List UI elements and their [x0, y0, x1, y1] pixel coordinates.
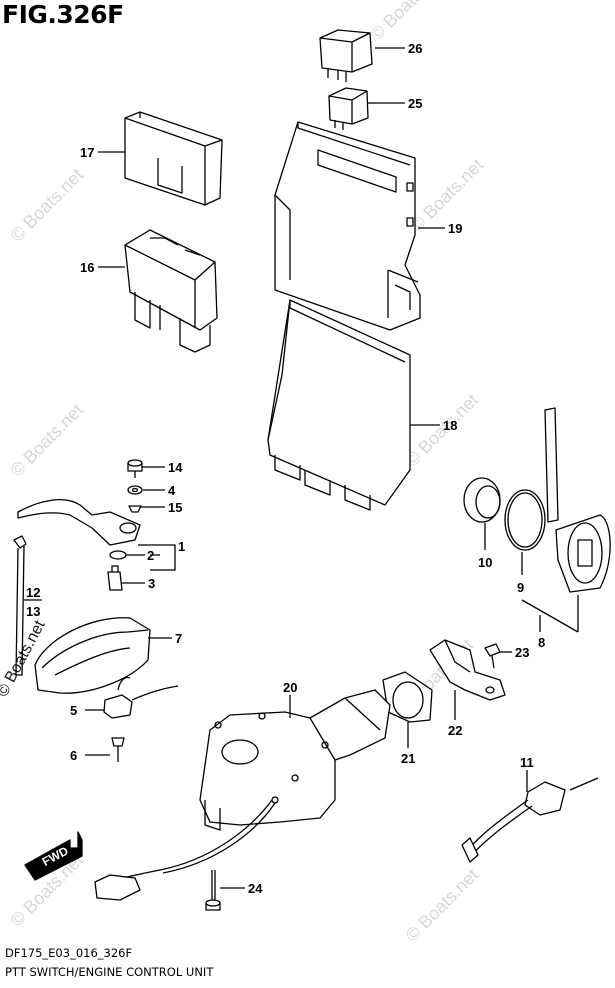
- callout-5: 5: [70, 703, 77, 718]
- part-11-harness: [461, 777, 599, 863]
- callout-10: 10: [478, 555, 492, 570]
- part-6-screw: [111, 737, 125, 762]
- callout-7: 7: [175, 631, 182, 646]
- callout-3: 3: [148, 576, 155, 591]
- part-24-bolt: [205, 870, 221, 911]
- part-15-grommet: [128, 505, 142, 513]
- callout-23: 23: [515, 645, 529, 660]
- part-9-o-ring: [504, 489, 546, 551]
- callout-21: 21: [401, 751, 415, 766]
- figure-title: FIG.326F: [2, 0, 124, 29]
- leader-8: [521, 595, 579, 633]
- callout-13: 13: [26, 604, 40, 619]
- part-16-connector: [124, 229, 218, 353]
- callout-24: 24: [248, 881, 263, 896]
- fwd-arrow: [24, 831, 83, 881]
- callout-19: 19: [448, 221, 462, 236]
- callout-9: 9: [517, 580, 524, 595]
- part-14-bolt: [127, 459, 143, 478]
- part-1-trim-sensor: [17, 499, 141, 546]
- callout-17: 17: [80, 145, 94, 160]
- callout-12: 12: [26, 585, 40, 600]
- callout-26: 26: [408, 41, 422, 56]
- part-12-13-cable-tie: [13, 535, 27, 676]
- callout-25: 25: [408, 96, 422, 111]
- callout-18: 18: [443, 418, 457, 433]
- leader-1-2: [138, 544, 176, 571]
- part-22-bracket: [429, 639, 506, 701]
- callout-2: 2: [147, 548, 154, 563]
- callout-14: 14: [168, 460, 183, 475]
- callout-8: 8: [538, 635, 545, 650]
- callout-6: 6: [70, 748, 77, 763]
- callout-16: 16: [80, 260, 94, 275]
- diagram-caption: PTT SWITCH/ENGINE CONTROL UNIT: [5, 965, 214, 979]
- part-18-ecu: [267, 299, 411, 511]
- part-3-clip: [107, 565, 123, 591]
- callout-22: 22: [448, 723, 462, 738]
- part-7-cover: [34, 617, 151, 694]
- part-8-ptt-switch: [544, 407, 611, 593]
- callout-11: 11: [520, 755, 534, 770]
- part-5-switch: [103, 676, 179, 719]
- part-19-ecu-cover: [274, 121, 421, 331]
- part-21-bush: [382, 671, 433, 723]
- diagram-code: DF175_E03_016_326F: [5, 946, 133, 960]
- callout-1: 1: [178, 539, 185, 554]
- part-2-o-ring: [109, 550, 127, 560]
- callout-15: 15: [168, 500, 182, 515]
- part-4-washer: [127, 485, 143, 495]
- part-23-bolt: [484, 643, 501, 669]
- part-10-switch-holder: [463, 477, 501, 523]
- motor-harness: [94, 799, 276, 901]
- callout-20: 20: [283, 680, 297, 695]
- part-17-bracket: [124, 111, 223, 206]
- part-25-relay: [328, 87, 369, 130]
- part-26-relay: [319, 29, 373, 82]
- callout-4: 4: [168, 483, 176, 498]
- part-20-ptt-motor: [199, 689, 391, 831]
